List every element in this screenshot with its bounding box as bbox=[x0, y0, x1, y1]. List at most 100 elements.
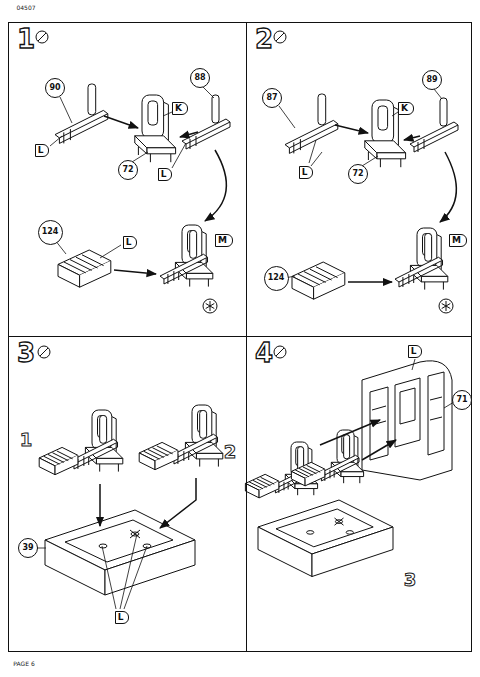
leader-line bbox=[279, 89, 442, 278]
leader-line bbox=[60, 97, 72, 123]
callout-number: 90 bbox=[45, 78, 65, 98]
callout-number: 87 bbox=[262, 88, 282, 108]
bulkhead-part bbox=[395, 378, 420, 447]
paint-icon bbox=[40, 348, 48, 356]
paint-icon bbox=[38, 33, 46, 41]
asterisk-mark bbox=[203, 299, 217, 313]
part-drawing bbox=[292, 262, 345, 299]
callout-number: 124 bbox=[38, 220, 63, 245]
bulkhead-part bbox=[362, 361, 452, 480]
paint-icon bbox=[276, 348, 284, 356]
callout-number: 89 bbox=[422, 70, 442, 90]
letter-tag: L bbox=[115, 611, 130, 624]
assembly-arrow bbox=[320, 420, 396, 460]
paint-icon bbox=[38, 346, 50, 358]
leader-line bbox=[124, 546, 147, 609]
part-drawing bbox=[395, 228, 448, 290]
leader-line bbox=[434, 89, 442, 99]
leader-line bbox=[102, 546, 116, 609]
assembly-arrow bbox=[440, 152, 456, 222]
leader-line bbox=[37, 548, 46, 549]
subassembly-number: 2 bbox=[224, 443, 237, 461]
leader-line bbox=[50, 136, 62, 146]
letter-tag: K bbox=[398, 102, 414, 115]
letter-tag: L bbox=[408, 345, 423, 358]
paint-icon bbox=[36, 31, 286, 358]
part-drawing bbox=[39, 405, 223, 595]
step-number: 3 bbox=[17, 339, 35, 368]
callout-number: 39 bbox=[18, 538, 38, 558]
leader-line bbox=[309, 140, 316, 163]
leader-line bbox=[172, 143, 186, 168]
part-drawing bbox=[182, 95, 230, 149]
letter-tag: L bbox=[123, 236, 138, 249]
part-drawing bbox=[160, 225, 213, 287]
part-drawing bbox=[58, 250, 111, 287]
leader-line bbox=[50, 87, 214, 258]
part-drawing bbox=[410, 98, 458, 152]
assembly-arrow bbox=[160, 478, 196, 528]
paint-icon bbox=[36, 31, 48, 43]
leader-line bbox=[362, 156, 378, 166]
assembly-arrow bbox=[348, 281, 392, 283]
subassembly-number: 3 bbox=[404, 571, 417, 589]
assembly-arrow bbox=[180, 132, 198, 137]
bulkhead-part bbox=[362, 361, 452, 480]
part-drawing bbox=[258, 500, 393, 577]
callout-number: 72 bbox=[118, 160, 138, 180]
asterisk-mark bbox=[439, 299, 453, 313]
assembly-arrow bbox=[114, 270, 156, 274]
asterisk-mark bbox=[203, 299, 217, 313]
asterisk-mark bbox=[206, 301, 215, 311]
letter-tag: K bbox=[172, 102, 188, 115]
step-number: 1 bbox=[17, 25, 35, 54]
callout-number: 72 bbox=[348, 164, 368, 184]
step-panel: 3 bbox=[8, 336, 247, 652]
page-number: PAGE 6 bbox=[13, 661, 34, 667]
paint-icon bbox=[274, 31, 286, 43]
bulkhead-part bbox=[370, 372, 444, 460]
assembly-arrow bbox=[99, 484, 101, 526]
part-drawing bbox=[55, 84, 230, 287]
leader-line bbox=[37, 534, 147, 609]
callout-number: 88 bbox=[190, 68, 210, 88]
part-drawing bbox=[139, 405, 223, 470]
subassembly-number: 1 bbox=[20, 431, 33, 449]
asterisk-mark bbox=[442, 301, 451, 311]
step-number: 4 bbox=[255, 339, 273, 368]
callout-number: 71 bbox=[452, 390, 472, 410]
assembly-arrow bbox=[104, 116, 138, 128]
assembly-arrow bbox=[404, 136, 420, 140]
assembly-arrow bbox=[100, 478, 196, 528]
leader-line bbox=[100, 245, 121, 258]
assembly-arrow bbox=[104, 116, 226, 274]
page-code: 04507 bbox=[16, 5, 35, 11]
part-drawing bbox=[45, 510, 195, 595]
leader-line bbox=[132, 152, 148, 162]
leader-line bbox=[203, 87, 214, 98]
step-number: 2 bbox=[255, 25, 273, 54]
part-drawing bbox=[285, 94, 338, 153]
step-panel: 4 bbox=[246, 336, 472, 652]
assembly-arrow bbox=[320, 420, 380, 445]
paint-icon bbox=[276, 33, 284, 41]
callout-number: 124 bbox=[264, 266, 289, 291]
part-drawing bbox=[285, 94, 458, 299]
leader-line bbox=[311, 152, 322, 166]
assembly-arrow bbox=[335, 125, 456, 282]
assembly-arrow bbox=[205, 150, 226, 221]
letter-tag: M bbox=[215, 234, 233, 247]
leader-line bbox=[163, 112, 172, 116]
bulkhead-part bbox=[372, 397, 442, 425]
bulkhead-part bbox=[400, 388, 415, 424]
letter-tag: M bbox=[449, 234, 467, 247]
leader-line bbox=[412, 359, 415, 370]
letter-tag: L bbox=[299, 166, 314, 179]
part-drawing bbox=[39, 410, 123, 475]
letter-tag: L bbox=[158, 168, 173, 181]
assembly-arrow bbox=[335, 125, 368, 133]
part-drawing bbox=[135, 95, 176, 162]
letter-tag: L bbox=[35, 144, 50, 157]
leader-line bbox=[279, 106, 295, 128]
assembly-arrow bbox=[362, 440, 396, 460]
